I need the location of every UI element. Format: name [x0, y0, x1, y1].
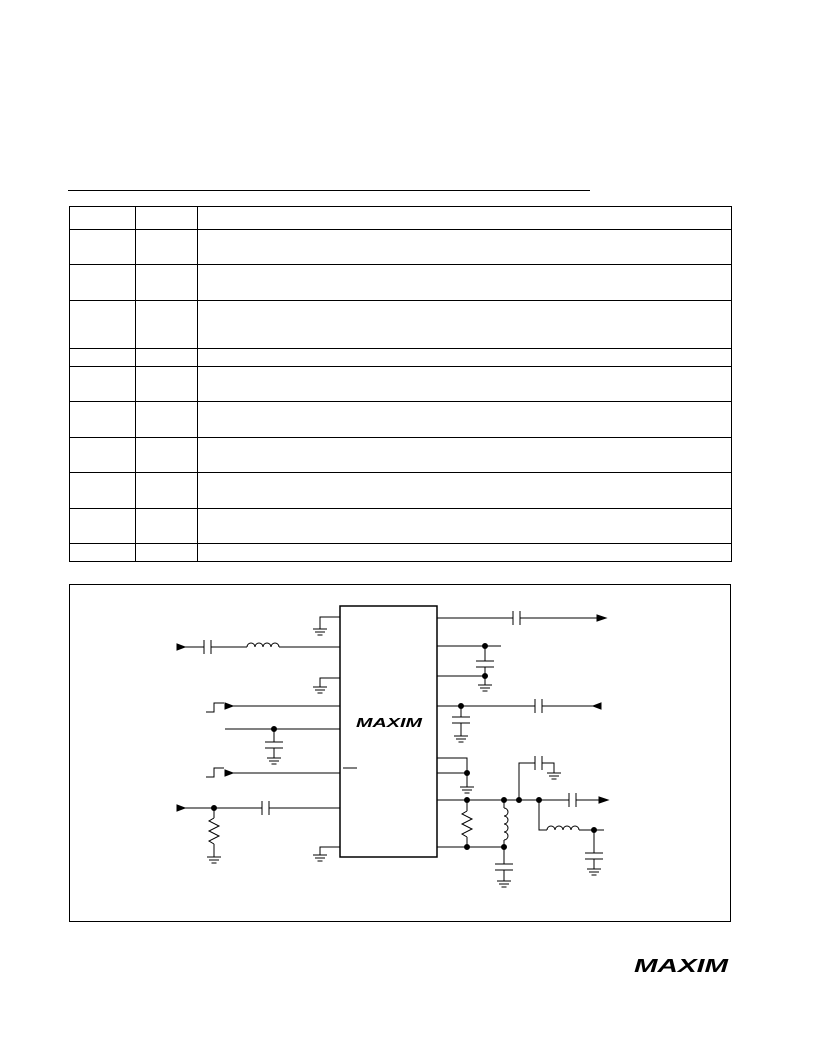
pin-cell — [69, 264, 136, 301]
function-cell — [197, 264, 732, 301]
rf-output-port — [437, 611, 608, 625]
pin-cell — [69, 229, 136, 265]
name-cell — [135, 229, 198, 265]
table-header-row — [69, 206, 732, 230]
table-row — [69, 366, 732, 402]
maxim-logo: MAXIM — [634, 956, 730, 976]
schematic-drawing: MAXIM — [176, 605, 610, 888]
bypass-capacitor — [225, 726, 340, 765]
pin-cell — [69, 437, 136, 473]
table-row — [69, 472, 732, 509]
table-row — [69, 508, 732, 544]
pin-cell — [69, 472, 136, 509]
name-cell — [135, 472, 198, 509]
output-matching-network — [437, 793, 610, 888]
function-cell — [197, 472, 732, 509]
pin-cell — [69, 401, 136, 438]
pin-cell — [69, 366, 136, 402]
name-cell — [135, 437, 198, 473]
ic-maxim-logo: MAXIM — [356, 715, 424, 730]
table-row — [69, 300, 732, 349]
name-cell — [135, 508, 198, 544]
rf-input-port — [176, 640, 340, 654]
function-cell — [197, 300, 732, 349]
name-cell — [135, 543, 198, 562]
function-cell — [197, 543, 732, 562]
table-row — [69, 437, 732, 473]
section-header-rule — [68, 190, 590, 191]
ic-body — [339, 605, 438, 858]
name-cell — [135, 300, 198, 349]
coupling-capacitor — [518, 756, 562, 800]
function-cell — [197, 229, 732, 265]
name-cell — [135, 348, 198, 367]
if-input-port — [437, 699, 602, 743]
lo-input-port — [176, 801, 340, 864]
ground-symbol — [312, 677, 340, 694]
table-row — [69, 348, 732, 367]
table-row — [69, 264, 732, 301]
function-cell — [197, 437, 732, 473]
name-cell — [135, 401, 198, 438]
function-cell — [197, 366, 732, 402]
maxim-footer-logo: MAXIM — [634, 956, 730, 979]
name-cell — [135, 366, 198, 402]
pin-cell — [69, 508, 136, 544]
name-cell — [135, 264, 198, 301]
logic-input-pulse — [206, 767, 340, 778]
svg-text:MAXIM: MAXIM — [356, 715, 424, 730]
table-row — [69, 543, 732, 562]
ground-symbol — [312, 846, 340, 862]
pin-cell — [69, 543, 136, 562]
header-name-cell — [135, 206, 198, 230]
pin-description-table — [69, 206, 732, 562]
typical-application-circuit: MAXIM — [69, 584, 731, 922]
ground-symbol — [312, 616, 340, 636]
pin-cell — [69, 348, 136, 367]
logic-input-pulse — [206, 702, 340, 713]
function-cell — [197, 348, 732, 367]
table-row — [69, 401, 732, 438]
pin-cell — [69, 300, 136, 349]
header-function-cell — [197, 206, 732, 230]
function-cell — [197, 508, 732, 544]
header-pin-cell — [69, 206, 136, 230]
ground-symbol — [437, 757, 475, 794]
table-row — [69, 229, 732, 265]
supply-decoupling-capacitor — [437, 643, 501, 692]
svg-text:MAXIM: MAXIM — [634, 956, 730, 974]
function-cell — [197, 401, 732, 438]
